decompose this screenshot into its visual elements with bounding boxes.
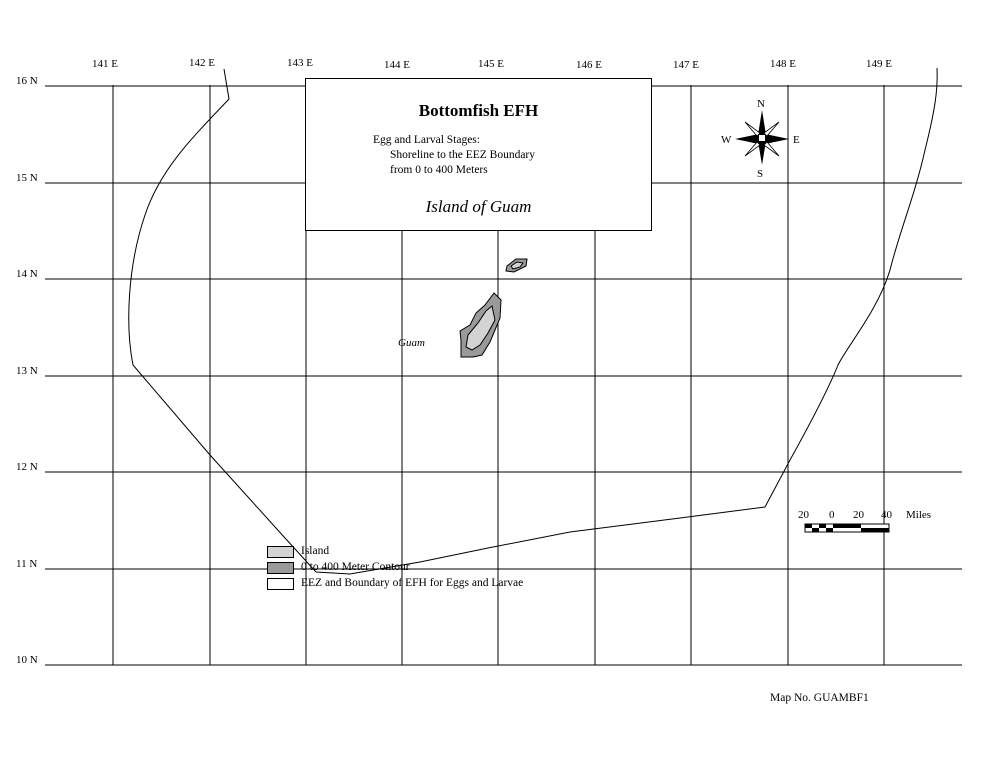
lon-label-147: 147 E bbox=[673, 59, 699, 71]
legend-label: EEZ and Boundary of EFH for Eggs and Lar… bbox=[301, 577, 524, 589]
lon-label-149: 149 E bbox=[866, 58, 892, 70]
lat-label-10: 10 N bbox=[16, 654, 38, 666]
lat-label-15: 15 N bbox=[16, 172, 38, 184]
description-line: Shoreline to the EEZ Boundary bbox=[390, 149, 535, 161]
scale-unit: Miles bbox=[906, 509, 931, 521]
scale-seg bbox=[861, 528, 889, 532]
compass-needle-west bbox=[735, 134, 759, 144]
rota-island bbox=[510, 261, 524, 270]
compass-diagonal-sw bbox=[744, 141, 761, 157]
scale-tick-0: 0 bbox=[829, 509, 835, 521]
scale-bar: 20 0 20 40 Miles bbox=[798, 509, 931, 533]
compass-needle-south bbox=[758, 141, 766, 165]
description-line: Egg and Larval Stages: bbox=[373, 134, 480, 146]
lon-label-145: 145 E bbox=[478, 58, 504, 70]
longitude-labels: 141 E 142 E 143 E 144 E 145 E 146 E 147 … bbox=[92, 57, 892, 71]
lon-label-142: 142 E bbox=[189, 57, 215, 69]
compass-needle-east bbox=[765, 134, 789, 144]
compass-label-w: W bbox=[721, 134, 732, 146]
scale-tick-20: 20 bbox=[853, 509, 865, 521]
scale-seg bbox=[826, 528, 833, 532]
lon-label-148: 148 E bbox=[770, 58, 796, 70]
lat-label-13: 13 N bbox=[16, 365, 38, 377]
lon-label-143: 143 E bbox=[287, 57, 313, 69]
eez-boundary-line bbox=[128, 67, 938, 575]
title-panel: Bottomfish EFH Egg and Larval Stages: Sh… bbox=[305, 78, 652, 231]
lat-label-11: 11 N bbox=[16, 558, 37, 570]
compass-diagonal-ne bbox=[763, 121, 780, 137]
compass-diagonal-nw bbox=[744, 121, 761, 137]
legend-swatch-island bbox=[267, 546, 294, 558]
legend-swatch-eez bbox=[267, 578, 294, 590]
latitude-gridlines bbox=[45, 85, 962, 666]
scale-seg bbox=[819, 524, 826, 528]
map-subtitle: Island of Guam bbox=[425, 197, 532, 216]
compass-label-s: S bbox=[757, 168, 763, 180]
lat-label-14: 14 N bbox=[16, 268, 38, 280]
legend-swatch-contour bbox=[267, 562, 294, 574]
compass-label-n: N bbox=[757, 98, 765, 110]
lat-label-16: 16 N bbox=[16, 75, 38, 87]
description-line: from 0 to 400 Meters bbox=[390, 164, 488, 176]
map-number: Map No. GUAMBF1 bbox=[770, 692, 869, 704]
legend-label: 0 to 400 Meter Contour bbox=[301, 561, 410, 573]
compass-diagonal-se bbox=[763, 141, 780, 157]
latitude-labels: 16 N 15 N 14 N 13 N 12 N 11 N 10 N bbox=[16, 75, 38, 666]
scale-seg bbox=[833, 524, 861, 528]
scale-seg bbox=[812, 528, 819, 532]
scale-tick-20-left: 20 bbox=[798, 509, 810, 521]
lat-label-12: 12 N bbox=[16, 461, 38, 473]
guam-island bbox=[465, 305, 496, 351]
compass-rose: N S W E bbox=[721, 98, 800, 180]
guam-label: Guam bbox=[398, 337, 425, 349]
map-title: Bottomfish EFH bbox=[418, 101, 539, 120]
lon-label-144: 144 E bbox=[384, 59, 410, 71]
map-description: Egg and Larval Stages: Shoreline to the … bbox=[373, 133, 535, 178]
scale-seg bbox=[805, 524, 812, 528]
compass-needle-north bbox=[758, 110, 766, 135]
lon-label-146: 146 E bbox=[576, 59, 602, 71]
lon-label-141: 141 E bbox=[92, 58, 118, 70]
legend-label: Island bbox=[301, 545, 330, 557]
compass-label-e: E bbox=[793, 134, 800, 146]
scale-tick-40: 40 bbox=[881, 509, 893, 521]
